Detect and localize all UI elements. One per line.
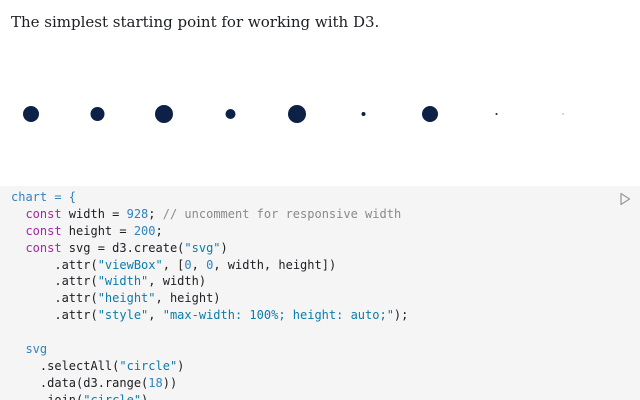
circle-7 (495, 113, 498, 115)
code-line (11, 324, 408, 341)
code-line: const width = 928; // uncomment for resp… (11, 206, 408, 223)
code-token (11, 224, 25, 238)
code-token: , width) (148, 274, 207, 289)
code-token: "circle" (83, 392, 142, 400)
circle-2 (155, 105, 173, 123)
code-token: 928 (126, 206, 149, 221)
code-token: const (25, 223, 62, 238)
code-token: ; (155, 223, 163, 238)
code-token: , (148, 308, 163, 323)
code-line: const svg = d3.create("svg") (11, 240, 408, 257)
code-token: 18 (148, 375, 163, 390)
code-token: 0 (184, 257, 192, 272)
code-line: .data(d3.range(18)) (11, 375, 408, 392)
code-token: 200 (133, 223, 156, 238)
code-token: ) (220, 240, 228, 255)
code-line: .attr("height", height) (11, 290, 408, 307)
code-token: "style" (97, 308, 149, 323)
code-token: ; (148, 206, 163, 221)
code-token: .selectAll( (11, 358, 120, 373)
code-line: .attr("viewBox", [0, 0, width, height]) (11, 257, 408, 274)
circle-1 (90, 107, 105, 121)
circles-visualization (0, 40, 640, 186)
code-token: const (25, 206, 62, 221)
code-token: .attr( (11, 308, 98, 323)
code-token: "svg" (184, 240, 221, 255)
code-token: , height) (155, 291, 221, 306)
code-token: ) (141, 392, 149, 400)
circle-0 (23, 106, 39, 122)
code-cell[interactable]: chart = { const width = 928; // uncommen… (0, 186, 640, 400)
code-token: ) (177, 358, 185, 373)
code-token: .join( (11, 392, 84, 400)
code-token: height = (61, 223, 134, 238)
code-line: .join("circle") (11, 392, 408, 400)
code-token: const (25, 240, 62, 255)
code-token: .attr( (11, 257, 98, 272)
code-token: , (191, 257, 207, 272)
code-token: "width" (97, 274, 149, 289)
code-token: "circle" (119, 358, 178, 373)
circles-svg (23, 105, 564, 123)
code-token: "height" (97, 291, 156, 306)
code-token: .attr( (11, 274, 98, 289)
circle-8 (562, 113, 564, 115)
run-cell-button[interactable] (618, 192, 632, 206)
code-token: ); (393, 308, 409, 323)
code-token: , width, height]) (213, 257, 337, 272)
circle-4 (288, 105, 306, 123)
code-token (11, 207, 25, 221)
code-token: .data(d3.range( (11, 375, 149, 390)
play-icon (620, 192, 631, 206)
code-token: , [ (162, 257, 185, 272)
code-token: "max-width: 100%; height: auto;" (162, 308, 394, 323)
code-token: .attr( (11, 291, 98, 306)
circle-5 (361, 112, 366, 116)
code-token: svg = d3.create( (61, 240, 185, 255)
code-token (11, 241, 25, 255)
code-token: width = (61, 206, 127, 221)
code-token: 0 (206, 257, 214, 272)
code-line: const height = 200; (11, 223, 408, 240)
intro-text: The simplest starting point for working … (11, 13, 380, 31)
code-editor[interactable]: chart = { const width = 928; // uncommen… (11, 189, 408, 400)
code-line: chart = { (11, 189, 408, 206)
code-token: chart = { (11, 190, 77, 204)
code-token: svg (11, 342, 48, 357)
circle-6 (422, 106, 438, 122)
code-token: "viewBox" (97, 257, 163, 272)
code-line: .attr("width", width) (11, 273, 408, 290)
circle-3 (225, 109, 236, 119)
code-token: )) (162, 375, 178, 390)
code-line: .attr("style", "max-width: 100%; height:… (11, 307, 408, 324)
code-line: .selectAll("circle") (11, 358, 408, 375)
code-token: // uncomment for responsive width (162, 206, 402, 221)
code-line: svg (11, 341, 408, 358)
